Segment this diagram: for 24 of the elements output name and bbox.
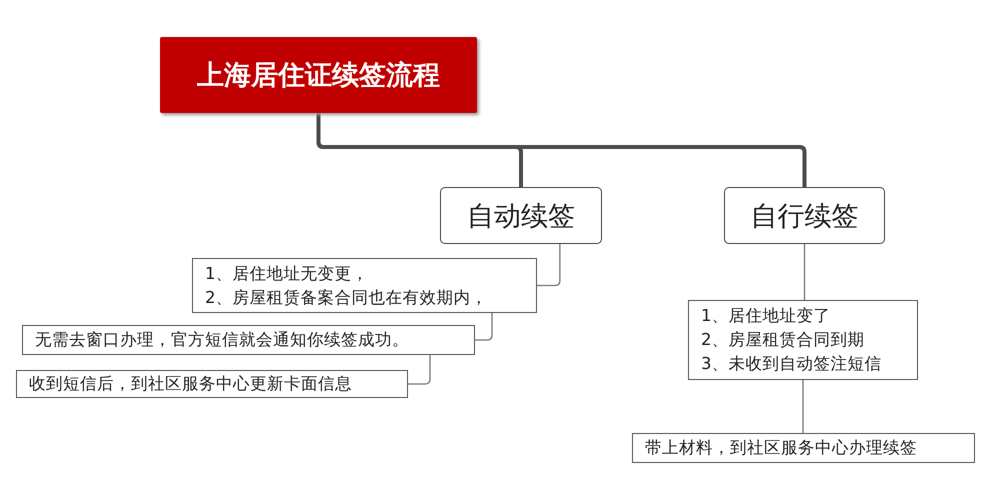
note-box bbox=[688, 300, 918, 380]
note-text: 1、居住地址无变更， bbox=[205, 262, 370, 285]
branch-box bbox=[440, 187, 602, 244]
connector-line bbox=[408, 355, 431, 385]
note-text: 带上材料，到社区服务中心办理续签 bbox=[645, 437, 918, 460]
title-box bbox=[160, 37, 477, 113]
branch-label: 自动续签 bbox=[467, 200, 575, 234]
note-box bbox=[192, 258, 537, 313]
connector-line bbox=[802, 380, 804, 433]
note-box bbox=[632, 433, 975, 463]
note-text: 1、居住地址变了 bbox=[701, 305, 832, 328]
note-text: 3、未收到自动签注短信 bbox=[701, 352, 882, 375]
connector-line bbox=[537, 244, 561, 286]
connector-line bbox=[475, 313, 493, 341]
title-text: 上海居住证续签流程 bbox=[197, 59, 440, 93]
note-box bbox=[22, 325, 475, 355]
note-text: 收到短信后，到社区服务中心更新卡面信息 bbox=[29, 373, 353, 396]
note-box bbox=[16, 370, 408, 398]
note-text: 2、房屋租赁合同到期 bbox=[701, 329, 866, 352]
branch-box bbox=[724, 187, 885, 244]
connector-line bbox=[804, 244, 806, 300]
note-text: 2、房屋租赁备案合同也在有效期内， bbox=[205, 286, 488, 308]
branch-label: 自行续签 bbox=[750, 200, 858, 234]
note-text: 无需去窗口办理，官方短信就会通知你续签成功。 bbox=[35, 329, 410, 352]
